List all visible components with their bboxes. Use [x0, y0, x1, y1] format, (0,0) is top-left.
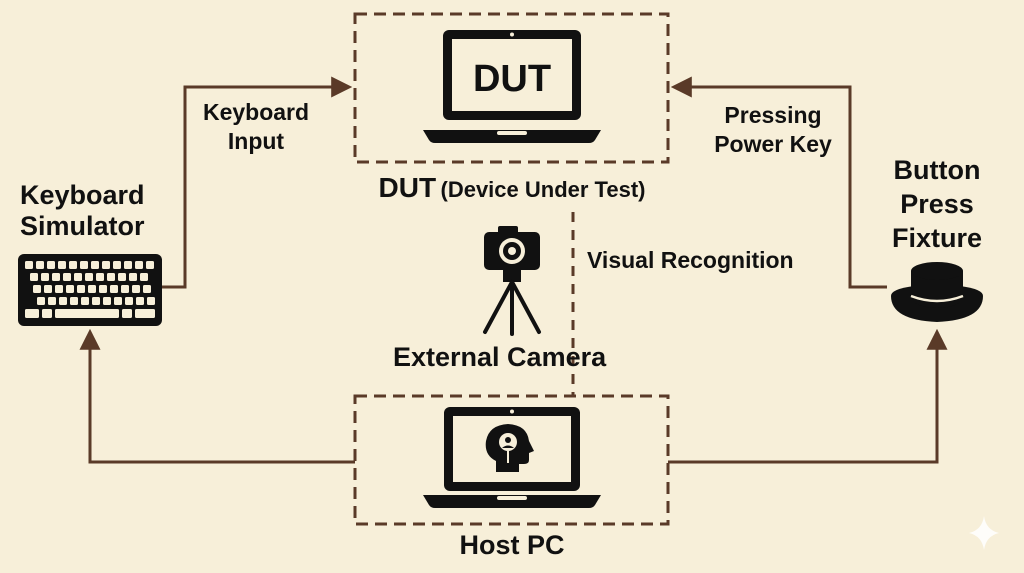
keyboard-key	[113, 261, 121, 269]
keyboard-key	[77, 285, 85, 293]
external-camera-label: External Camera	[393, 342, 607, 372]
keyboard-key	[37, 297, 45, 305]
keyboard-key	[36, 261, 44, 269]
keyboard-key	[103, 297, 111, 305]
keyboard-key	[132, 285, 140, 293]
keyboard-key	[25, 309, 39, 318]
keyboard-key	[129, 273, 137, 281]
keyboard-simulator-label: Keyboard Simulator	[20, 180, 145, 242]
keyboard-key	[33, 285, 41, 293]
keyboard-key	[114, 297, 122, 305]
keyboard-key	[25, 261, 33, 269]
keyboard-key	[122, 309, 132, 318]
laptop-icon	[423, 30, 601, 143]
dut-dashed-box	[353, 12, 670, 164]
button-press-fixture-label: Button Press Fixture	[872, 153, 1002, 255]
pressing-power-key-label: Pressing Power Key	[700, 101, 846, 159]
keyboard-key	[85, 273, 93, 281]
dut-label-sub: (Device Under Test)	[440, 177, 646, 202]
keyboard-key	[55, 309, 119, 318]
keyboard-key	[118, 273, 126, 281]
keyboard-key	[140, 273, 148, 281]
keyboard-key	[96, 273, 104, 281]
keyboard-key	[147, 297, 155, 305]
keyboard-key	[88, 285, 96, 293]
keyboard-key	[107, 273, 115, 281]
keyboard-simulator-label-line1: Keyboard	[20, 180, 145, 210]
keyboard-key	[121, 285, 129, 293]
keyboard-input-label: Keyboard Input	[190, 98, 322, 156]
keyboard-key	[70, 297, 78, 305]
keyboard-icon	[18, 254, 162, 326]
visual-recognition-label: Visual Recognition	[587, 247, 794, 273]
keyboard-key	[59, 297, 67, 305]
arrow-host-to-keyboard	[79, 328, 355, 464]
button-label-line3: Fixture	[891, 223, 983, 253]
arrow-button-to-dut	[670, 76, 887, 289]
host-dashed-box	[353, 394, 670, 526]
keyboard-key	[80, 261, 88, 269]
dut-screen-text: DUT	[472, 58, 552, 100]
keyboard-key	[125, 297, 133, 305]
button-press-icon	[891, 262, 983, 322]
keyboard-key	[102, 261, 110, 269]
pressing-label-line2: Power Key	[714, 131, 832, 157]
host-pc-label: Host PC	[459, 530, 565, 560]
keyboard-key	[135, 309, 155, 318]
keyboard-key	[143, 285, 151, 293]
keyboard-key	[146, 261, 154, 269]
keyboard-key	[58, 261, 66, 269]
keyboard-key	[66, 285, 74, 293]
dut-label-main: DUT	[378, 172, 437, 203]
keyboard-key	[55, 285, 63, 293]
keyboard-key	[42, 309, 52, 318]
keyboard-key	[135, 261, 143, 269]
keyboard-key	[47, 261, 55, 269]
button-label-line1: Button	[893, 155, 981, 185]
keyboard-key	[92, 297, 100, 305]
arrow-host-to-button	[668, 328, 948, 464]
keyboard-key	[81, 297, 89, 305]
keyboard-key	[48, 297, 56, 305]
dut-label: DUT (Device Under Test)	[320, 171, 704, 210]
keyboard-simulator-label-line2: Simulator	[20, 211, 145, 241]
laptop-with-head-icon	[423, 407, 601, 508]
arrow-keyboard-to-dut	[162, 76, 353, 289]
keyboard-key	[99, 285, 107, 293]
sparkle-icon	[969, 516, 999, 550]
keyboard-key	[110, 285, 118, 293]
keyboard-key	[41, 273, 49, 281]
camera-on-tripod-icon	[483, 226, 541, 336]
keyboard-key	[91, 261, 99, 269]
keyboard-key	[52, 273, 60, 281]
keyboard-key	[63, 273, 71, 281]
keyboard-input-label-line2: Input	[227, 128, 285, 154]
keyboard-key	[74, 273, 82, 281]
keyboard-key	[44, 285, 52, 293]
keyboard-key	[124, 261, 132, 269]
keyboard-input-label-line1: Keyboard	[202, 99, 310, 125]
button-label-line2: Press	[900, 189, 974, 219]
pressing-label-line1: Pressing	[724, 102, 822, 128]
keyboard-key	[136, 297, 144, 305]
keyboard-key	[30, 273, 38, 281]
keyboard-key	[69, 261, 77, 269]
